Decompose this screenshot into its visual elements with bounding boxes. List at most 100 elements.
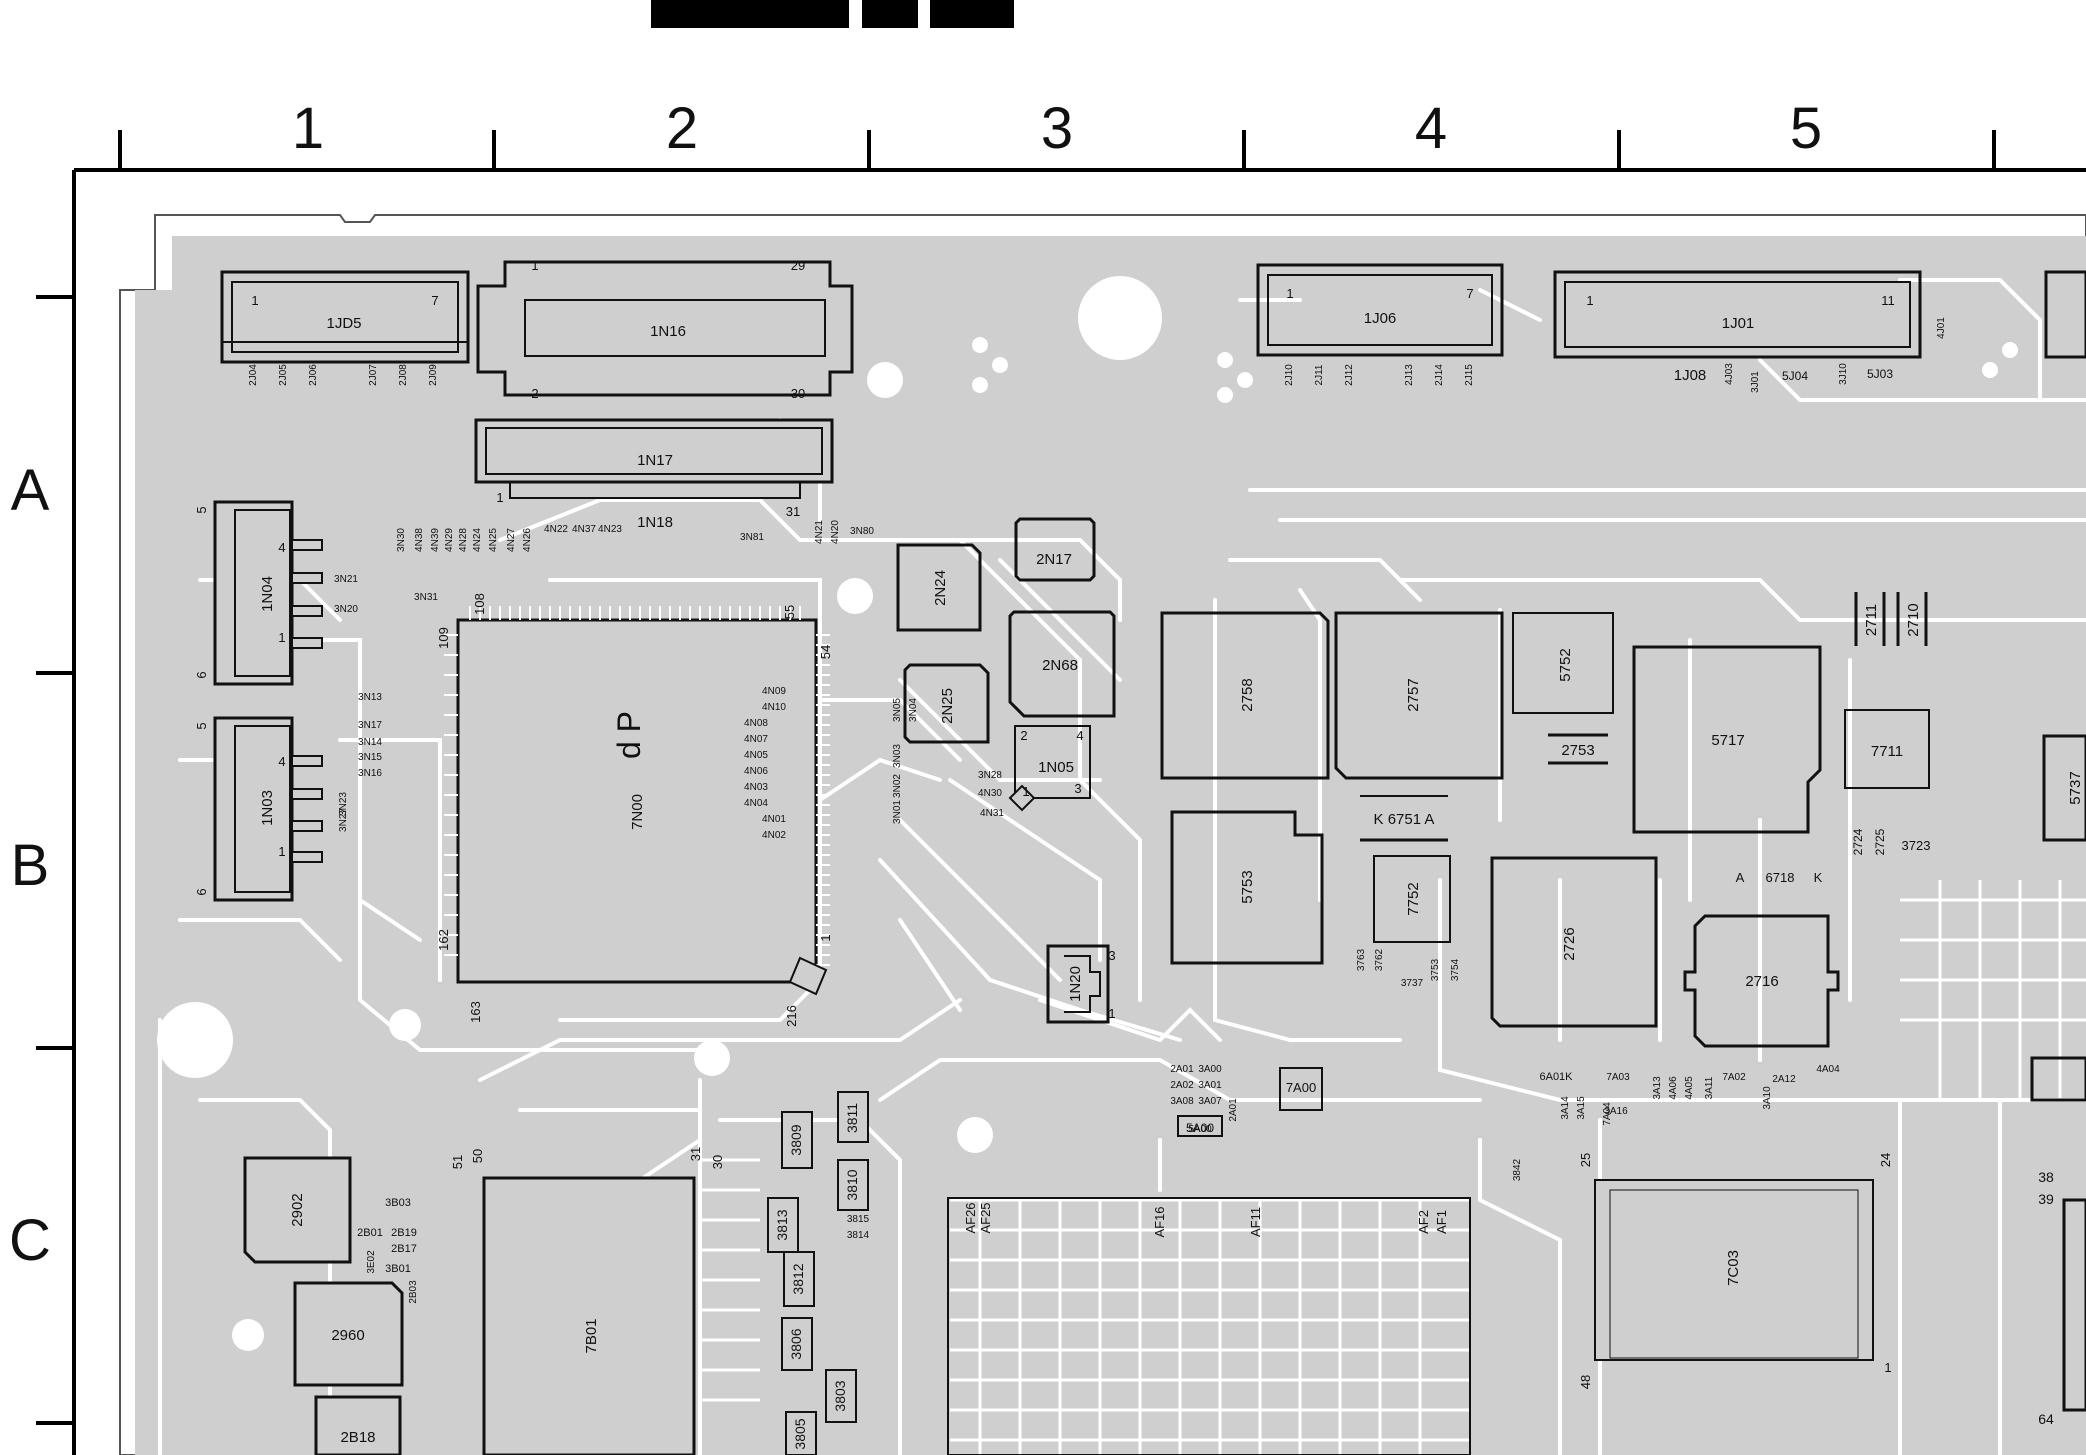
row-label-a: A — [11, 458, 50, 523]
silkscreen-label: 3N13 — [358, 692, 382, 703]
component-2726 — [1490, 856, 1658, 1028]
silkscreen-label: 4A06 — [1668, 1076, 1679, 1100]
ic-7c03-pin1: 1 — [1884, 1360, 1891, 1375]
silkscreen-label: 3A10 — [1762, 1086, 1773, 1110]
component-2757-ref: 2757 — [1405, 678, 1422, 711]
silkscreen-label: 3B03 — [385, 1197, 411, 1209]
ic-7n00-pin162: 162 — [436, 929, 451, 951]
connector-1jd5-pin7: 7 — [431, 293, 438, 308]
silkscreen-label: 2A01 — [1170, 1064, 1194, 1075]
connector-1n05-pin4: 4 — [1076, 728, 1083, 743]
silkscreen-label: 5J04 — [1782, 369, 1808, 383]
silkscreen-label: 3N81 — [740, 532, 764, 543]
silkscreen-label: 4N26 — [522, 528, 533, 552]
connector-1jd5 — [220, 270, 470, 364]
pin-64: 64 — [2038, 1411, 2054, 1427]
connector-1n16-pin2: 2 — [531, 386, 538, 401]
silkscreen-label: AF2 — [1416, 1210, 1431, 1234]
silkscreen-label: 2J04 — [248, 364, 259, 386]
title-block-3 — [930, 0, 1014, 28]
silkscreen-label: 4J01 — [1936, 317, 1947, 339]
ic-7b01-pin51: 51 — [450, 1155, 465, 1169]
silkscreen-label: 4A04 — [1816, 1064, 1840, 1075]
silkscreen-label: 4N39 — [430, 528, 441, 552]
silkscreen-label: 2B19 — [391, 1227, 417, 1239]
silkscreen-label: 3842 — [1512, 1158, 1523, 1181]
silkscreen-label: 2J15 — [1464, 364, 1475, 386]
silkscreen-label: 2A01 — [1228, 1098, 1239, 1122]
component-3806-ref: 3806 — [788, 1328, 804, 1359]
silkscreen-label: 3J01 — [1750, 371, 1761, 393]
column-label-4: 4 — [1415, 96, 1447, 161]
connector-1n03-pin1: 1 — [278, 844, 285, 859]
connector-1n16 — [476, 260, 854, 397]
connector-1n03-pin6: 6 — [194, 888, 209, 895]
component-5a00-box — [1177, 1115, 1223, 1137]
silkscreen-label: 4N30 — [978, 788, 1002, 799]
component-2n24 — [896, 543, 982, 632]
connector-1j06-ref: 1J06 — [1364, 310, 1397, 327]
row-label-b: B — [11, 833, 50, 898]
silkscreen-label: 4N04 — [744, 798, 768, 809]
connector-1n17-ref: 1N17 — [637, 452, 673, 469]
silkscreen-label: 2J05 — [278, 364, 289, 386]
column-label-3: 3 — [1041, 96, 1073, 161]
silkscreen-label: 4N37 — [572, 524, 596, 535]
connector-1n04 — [213, 500, 323, 686]
column-label-2: 2 — [666, 96, 698, 161]
component-2724-ref: 2724 — [1851, 828, 1865, 855]
silkscreen-label: 3N21 — [334, 574, 358, 585]
silkscreen-label: 4N22 — [544, 524, 568, 535]
component-3813-ref: 3813 — [774, 1209, 790, 1240]
connector-1n17-pin1: 1 — [496, 490, 503, 505]
component-5753-ref: 5753 — [1239, 870, 1256, 903]
silkscreen-label: 2J06 — [308, 364, 319, 386]
silkscreen-label: 2J14 — [1434, 364, 1445, 386]
silkscreen-label: 3N28 — [978, 770, 1002, 781]
ic-7b01-pin30: 30 — [710, 1155, 725, 1169]
silkscreen-label: 3A08 — [1170, 1096, 1194, 1107]
silkscreen-label: 2J09 — [428, 364, 439, 386]
connector-1n20-ref: 1N20 — [1067, 966, 1084, 1002]
ic-7c03-pin48: 48 — [1578, 1375, 1593, 1389]
via-large-3 — [694, 1040, 730, 1076]
component-2758 — [1160, 611, 1330, 780]
column-ruler — [36, 130, 2086, 1455]
via-large-4 — [957, 1117, 993, 1153]
silkscreen-label: 4N23 — [598, 524, 622, 535]
ic-7b01-pin31: 31 — [688, 1147, 703, 1161]
silkscreen-label: 4N09 — [762, 686, 786, 697]
component-2n25 — [903, 663, 990, 744]
silkscreen-label: 3N02 — [892, 774, 903, 798]
silkscreen-label: 3A14 — [1560, 1096, 1571, 1120]
component-7a00-ref: 7A00 — [1286, 1080, 1316, 1095]
silkscreen-label: 3E02 — [366, 1250, 377, 1274]
component-5737-ref: 5737 — [2067, 771, 2084, 804]
silkscreen-label: 4N25 — [488, 528, 499, 552]
connector-1n17-pin31: 31 — [786, 504, 800, 519]
silkscreen-label: 3A07 — [1198, 1096, 1222, 1107]
component-6718-ref: 6718 — [1766, 870, 1795, 885]
silkscreen-label: 5J03 — [1867, 367, 1893, 381]
via-large-2 — [837, 578, 873, 614]
silkscreen-label: 4N07 — [744, 734, 768, 745]
silkscreen-label: 3A00 — [1198, 1064, 1222, 1075]
component-7a00 — [1279, 1067, 1323, 1111]
silkscreen-label: 5A00 — [1188, 1124, 1212, 1135]
connector-1j01-ref: 1J01 — [1722, 315, 1755, 332]
component-3809-ref: 3809 — [788, 1124, 804, 1155]
silkscreen-label: 3737 — [1401, 978, 1424, 989]
connector-1j01-pin11: 11 — [1881, 293, 1895, 308]
silkscreen-label: 3N31 — [414, 592, 438, 603]
component-5753 — [1170, 810, 1324, 965]
silkscreen-label: 3754 — [1450, 958, 1461, 981]
resistor-array-group — [767, 1091, 869, 1455]
component-6718-cathode: K — [1814, 870, 1823, 885]
connector-1n20-pin3: 3 — [1108, 948, 1115, 963]
silkscreen-label: 2J11 — [1314, 364, 1325, 385]
silkscreen-label: 2B17 — [391, 1243, 417, 1255]
ic-7n00-ref: 7N00 — [629, 794, 646, 830]
component-5717 — [1632, 645, 1822, 834]
ic-7n00-pin1: 1 — [818, 934, 833, 941]
connector-partial-right — [2044, 270, 2086, 359]
